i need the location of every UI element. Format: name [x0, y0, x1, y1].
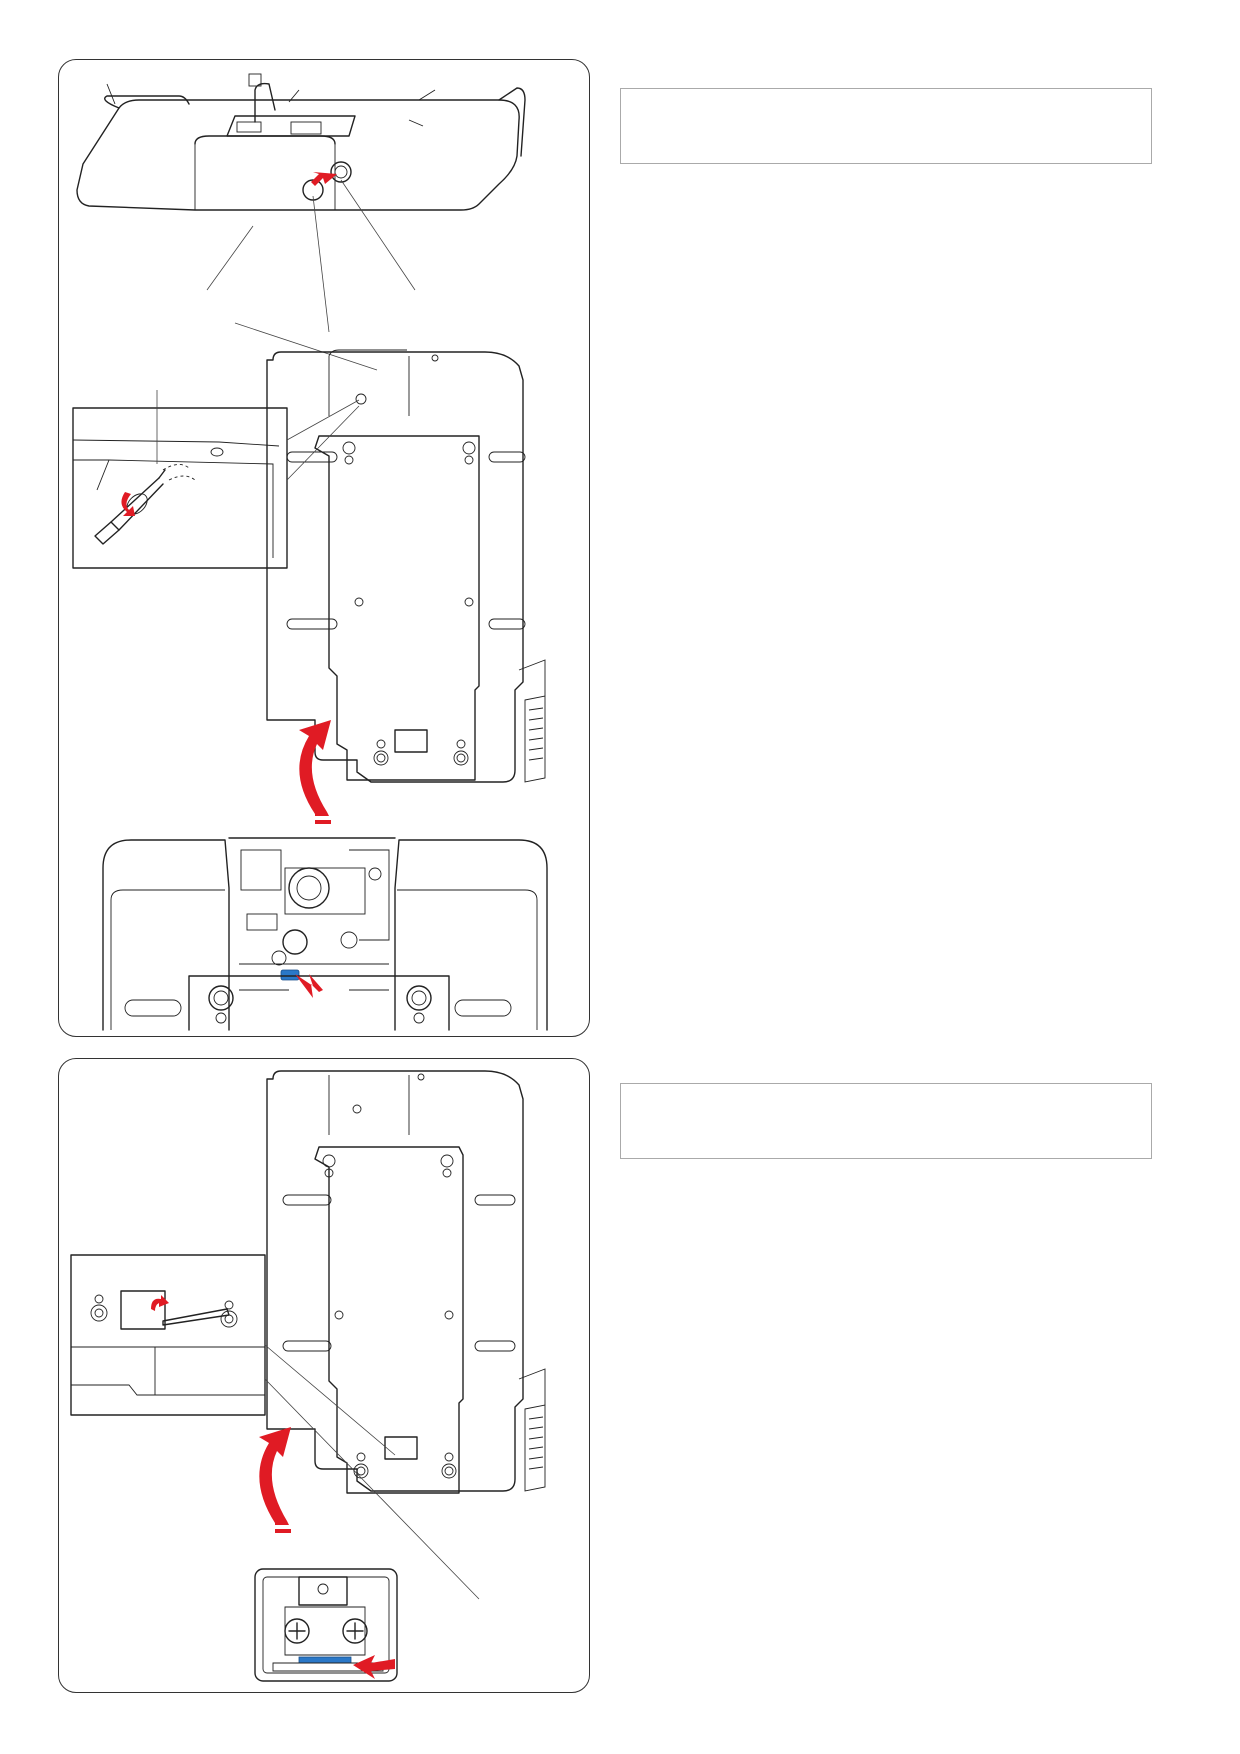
- note-text-bottom: [621, 1084, 1151, 1104]
- cover-compartment-detail: [254, 1568, 398, 1682]
- note-box-bottom: [620, 1083, 1152, 1159]
- note-box-top: [620, 88, 1152, 164]
- cover-removal-inset: [70, 1254, 480, 1600]
- screwdriver-inset: [72, 390, 360, 569]
- red-push-arrow-icon: [311, 172, 337, 186]
- machine-bottom-view-illustration: [72, 73, 548, 1031]
- illustration-panel-top: [58, 59, 590, 1037]
- machine-head-side-view: [76, 73, 526, 211]
- machine-base-cover-illustration: [70, 1070, 546, 1682]
- illustration-panel-bottom: [58, 1058, 590, 1693]
- screwdriver-icon: [94, 469, 166, 545]
- note-text-top: [621, 89, 1151, 109]
- machine-base-bottom-view: [266, 1070, 546, 1494]
- red-push-arrow-icon: [295, 974, 323, 998]
- red-push-arrow-icon: [353, 1655, 395, 1679]
- mechanism-interior-view: [102, 837, 548, 1031]
- curved-rotate-arrow-icon: [299, 720, 331, 816]
- curved-rotate-arrow-icon: [259, 1427, 291, 1525]
- machine-base-bottom-view: [266, 349, 546, 783]
